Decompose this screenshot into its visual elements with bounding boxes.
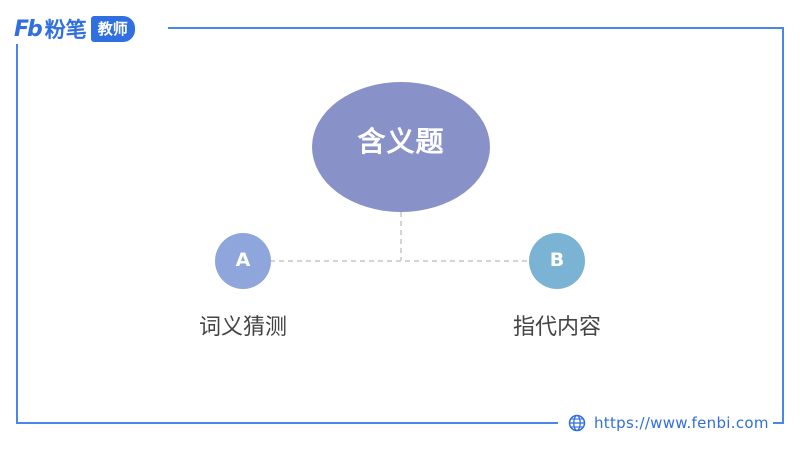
frame-border-bottom-end [773,422,784,424]
logo-brand-text: 粉笔 [44,18,87,42]
frame-border-top [168,27,784,29]
node-b-circle [529,233,585,289]
frame-border-right [782,27,784,423]
fenbi-logo: Fb 粉笔 教师 [14,14,139,44]
frame-border-bottom [16,422,558,424]
globe-icon [568,414,586,432]
node-a-circle [215,233,271,289]
website-url[interactable]: https://www.fenbi.com [594,414,769,432]
node-b-label: 指代内容 [512,315,601,340]
logo-mark: Fb [14,16,43,42]
logo-badge: 教师 [90,16,135,42]
footer-url-block: https://www.fenbi.com [564,411,773,435]
node-b-letter: B [549,249,565,271]
node-a-letter: A [235,249,251,271]
node-a-label: 词义猜测 [198,315,287,340]
frame-border-left [16,44,18,424]
center-ellipse [312,82,490,212]
center-topic-label: 含义题 [357,125,445,158]
